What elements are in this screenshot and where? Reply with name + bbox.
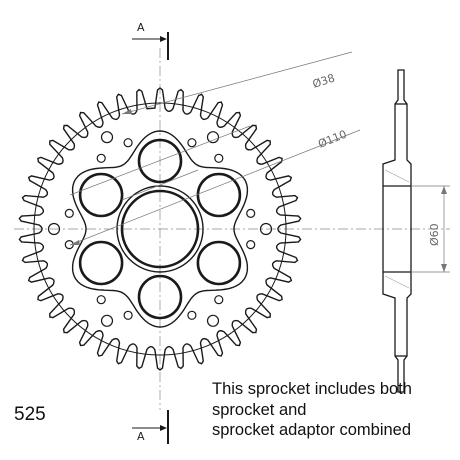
- mounting-hole: [259, 222, 273, 236]
- section-marker-bottom: A: [132, 410, 169, 444]
- small-bolt-hole: [246, 240, 256, 250]
- lightening-hole: [196, 172, 242, 218]
- section-marker-top-label: A: [137, 21, 145, 34]
- section-marker-top: A: [132, 21, 169, 60]
- small-bolt-hole: [214, 295, 224, 305]
- small-holes: [47, 131, 273, 327]
- mounting-hole: [100, 314, 114, 327]
- product-note: This sprocket includes both sprocket and…: [212, 379, 460, 441]
- small-bolt-hole: [123, 310, 133, 320]
- section-marker-bottom-label: A: [137, 430, 145, 443]
- small-bolt-hole: [246, 208, 256, 218]
- note-line-2: sprocket and: [212, 400, 307, 419]
- small-bolt-hole: [123, 138, 133, 148]
- chain-pitch-label: 525: [14, 404, 46, 425]
- hole-diameter-label: Ø38: [311, 71, 337, 90]
- section-view: [382, 69, 412, 393]
- dimension-arrows: [70, 109, 132, 245]
- hub-dimension-arrows: [441, 186, 447, 272]
- section-hatch: [384, 169, 410, 289]
- carrier-outline: [71, 130, 249, 328]
- lightening-hole: [78, 240, 124, 286]
- mounting-hole: [206, 131, 220, 144]
- mounting-hole: [100, 131, 114, 144]
- small-bolt-hole: [214, 153, 224, 163]
- sprocket-teeth-outline: [18, 87, 302, 371]
- small-bolt-hole: [187, 310, 197, 320]
- small-bolt-hole: [64, 208, 74, 218]
- lightening-hole: [78, 172, 124, 218]
- dimension-lines: [69, 51, 361, 246]
- large-holes: [78, 138, 242, 320]
- mounting-hole: [206, 314, 220, 327]
- body-inner-circle: [33, 102, 287, 356]
- lightening-hole: [137, 274, 183, 320]
- hub-outer-ring: [116, 185, 204, 273]
- center-lines: [14, 48, 450, 410]
- lightening-hole: [137, 138, 183, 184]
- small-bolt-hole: [96, 153, 106, 163]
- note-line-3: sprocket adaptor combined: [212, 421, 412, 439]
- bolt-circle-label: Ø110: [316, 128, 348, 151]
- small-bolt-hole: [96, 295, 106, 305]
- note-line-1: This sprocket includes both: [212, 380, 412, 398]
- hub-diameter-label: Ø60: [428, 223, 441, 246]
- hub-dimension: [411, 185, 450, 273]
- lightening-hole: [196, 240, 242, 286]
- small-bolt-hole: [187, 138, 197, 148]
- hub-bore: [120, 189, 200, 269]
- mounting-hole: [47, 222, 61, 236]
